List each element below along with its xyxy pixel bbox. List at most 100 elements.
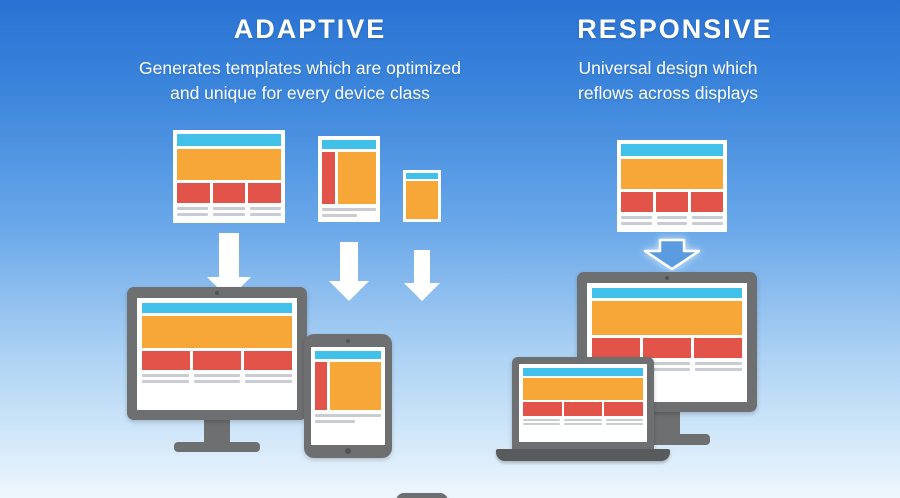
wf-text-line xyxy=(245,374,293,377)
responsive-desktop-monitor xyxy=(577,272,757,445)
down-arrow-icon xyxy=(329,242,369,301)
wf-text-line xyxy=(621,216,652,219)
wf-header-bar xyxy=(322,140,376,149)
wf-red-block xyxy=(212,183,246,203)
wf-hero-block xyxy=(338,152,376,204)
wf-red-block xyxy=(563,402,603,416)
wf-header-bar xyxy=(621,144,723,156)
monitor-camera-dot xyxy=(215,291,219,295)
wf-text-line xyxy=(142,374,189,377)
wf-text-line xyxy=(177,207,209,210)
wf-text-line xyxy=(523,423,561,425)
wf-text-line-row xyxy=(621,222,724,225)
adaptive-phone-template-wireframe xyxy=(403,170,441,222)
wf-text-line xyxy=(695,362,743,365)
wf-header-bar xyxy=(592,288,742,298)
wf-text-line xyxy=(656,216,688,219)
wf-body-row xyxy=(315,362,381,410)
wf-text-line xyxy=(692,222,724,225)
wf-column-row xyxy=(621,192,723,212)
wf-red-block xyxy=(142,351,190,370)
tablet-screen-wireframe xyxy=(311,347,385,445)
arrow-shaft xyxy=(340,242,358,281)
wf-text-line-row xyxy=(621,216,724,219)
adaptive-title: ADAPTIVE xyxy=(233,14,387,44)
wf-column-row xyxy=(523,402,644,416)
monitor-screen-wireframe xyxy=(137,298,297,410)
wf-red-block xyxy=(523,402,562,416)
arrow-head xyxy=(329,281,369,301)
monitor-base xyxy=(174,442,260,452)
wf-hero-block xyxy=(621,159,723,189)
wf-text-line xyxy=(322,208,376,211)
monitor-stand xyxy=(654,412,680,434)
wf-red-block xyxy=(193,351,241,370)
wf-red-block xyxy=(694,338,742,358)
down-arrow-icon xyxy=(643,238,701,271)
monitor-bezel xyxy=(127,287,307,420)
wf-red-block xyxy=(248,183,282,203)
wf-red-block xyxy=(592,338,640,358)
tablet-home-button xyxy=(345,448,351,454)
adaptive-desktop-template-wireframe xyxy=(173,130,285,223)
wf-text-line-row xyxy=(177,213,281,216)
wf-header-bar xyxy=(315,351,381,359)
laptop-screen-wireframe xyxy=(519,364,647,442)
wf-text-line xyxy=(142,380,189,383)
wf-text-line xyxy=(695,368,743,371)
wf-text-line xyxy=(213,213,245,216)
wf-text-line xyxy=(249,213,281,216)
wf-header-bar xyxy=(523,368,643,376)
arrow-shaft xyxy=(414,250,430,283)
responsive-title: RESPONSIVE xyxy=(577,14,773,44)
wf-text-line-row xyxy=(177,207,281,210)
wf-header-bar xyxy=(177,134,281,146)
down-arrow-icon xyxy=(404,250,440,301)
laptop-base xyxy=(496,449,670,461)
wf-text-line-row xyxy=(523,423,643,425)
adaptive-desktop-monitor xyxy=(127,287,307,452)
wf-text-line-row xyxy=(142,380,293,383)
monitor-camera-dot xyxy=(665,276,669,280)
wf-text-line xyxy=(177,213,209,216)
adaptive-tablet-template-wireframe xyxy=(318,136,380,222)
monitor-screen-wireframe xyxy=(587,283,747,402)
wf-text-line xyxy=(315,414,381,417)
adaptive-subtitle-line2: and unique for every device class xyxy=(170,83,430,103)
wf-text-line xyxy=(643,368,691,371)
wf-hero-block xyxy=(142,316,292,348)
wf-text-line xyxy=(213,207,245,210)
responsive-laptop xyxy=(496,357,670,462)
laptop-screen-bezel xyxy=(512,357,654,449)
adaptive-phone xyxy=(396,493,448,498)
responsive-subtitle-line2: reflows across displays xyxy=(578,83,758,103)
arrow-shaft xyxy=(219,233,239,277)
wf-red-block xyxy=(621,192,653,212)
wf-header-bar xyxy=(142,303,292,313)
wf-red-block xyxy=(177,183,210,203)
wf-body-row xyxy=(322,152,376,204)
tablet-camera-dot xyxy=(346,339,350,343)
adaptive-subtitle: Generates templates which are optimized … xyxy=(110,56,490,106)
wf-text-line-row xyxy=(142,374,293,377)
wf-text-line xyxy=(621,222,652,225)
wf-text-line xyxy=(245,380,293,383)
monitor-base xyxy=(624,434,710,445)
wf-red-block xyxy=(643,338,691,358)
wf-red-block xyxy=(604,402,644,416)
wf-text-line xyxy=(193,374,241,377)
wf-column-row xyxy=(177,183,282,203)
wf-red-block xyxy=(656,192,688,212)
wf-text-line xyxy=(249,207,281,210)
wf-text-line xyxy=(193,380,241,383)
responsive-subtitle-line1: Universal design which xyxy=(578,58,758,78)
wf-hero-block xyxy=(523,378,643,400)
wf-text-line-row xyxy=(523,419,643,421)
wf-text-line xyxy=(643,362,691,365)
responsive-subtitle: Universal design which reflows across di… xyxy=(518,56,818,106)
wf-red-block xyxy=(691,192,723,212)
wf-hero-block xyxy=(406,181,438,219)
wf-text-line xyxy=(564,423,602,425)
wf-text-line xyxy=(605,419,643,421)
wf-text-line xyxy=(523,419,561,421)
